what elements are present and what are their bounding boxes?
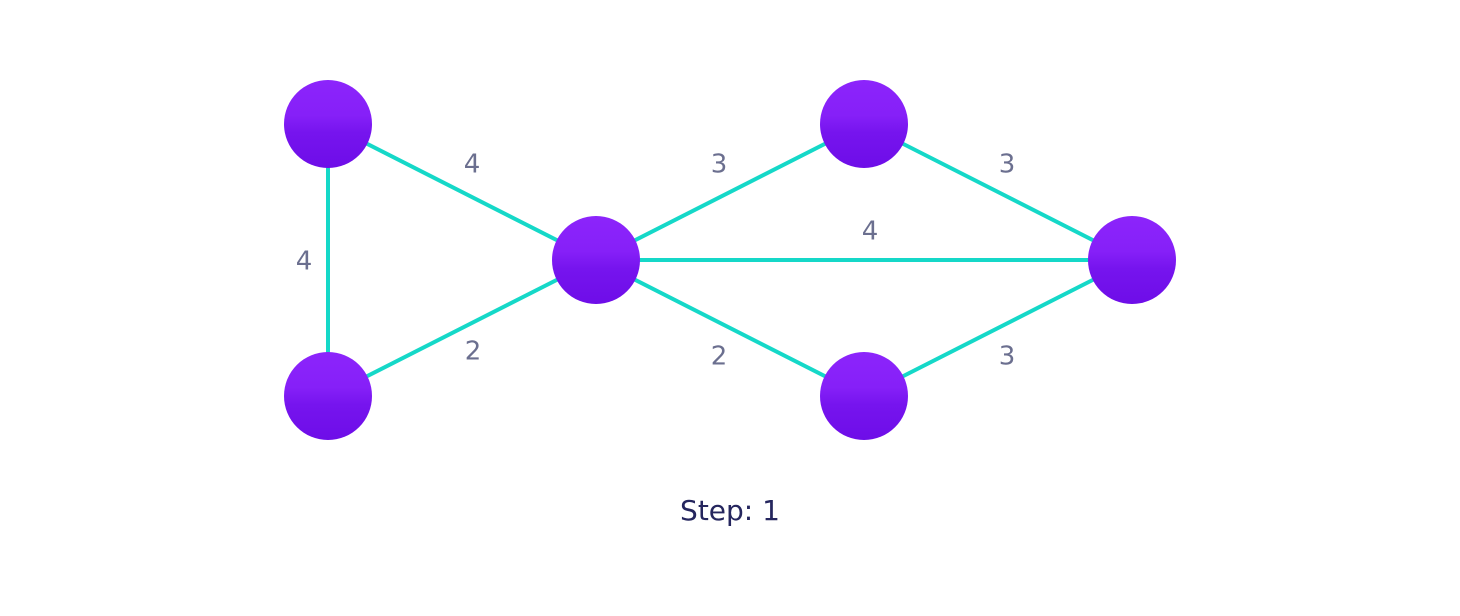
edge-weight-label: 2 [711,342,728,372]
edge-weight-label: 4 [296,247,313,277]
edge-weight-label: 3 [711,150,728,180]
edge-weight-label: 3 [999,342,1016,372]
graph-node-e [1088,216,1176,304]
edge-d-e [863,122,1133,262]
edge-c-f [595,258,865,398]
graph-node-a [284,80,372,168]
graph-node-f [820,352,908,440]
edge-b-c [327,258,597,398]
graph-node-d [820,80,908,168]
edge-c-d [595,122,865,262]
nodes-layer [284,80,1176,440]
edges-layer [326,122,1133,398]
edge-weight-label: 4 [862,217,879,247]
edge-labels-layer: 4 4 2 3 4 2 3 3 [296,150,1016,372]
edge-weight-label: 2 [465,337,482,367]
graph-node-b [284,352,372,440]
edge-weight-label: 4 [464,150,481,180]
edge-f-e [863,258,1133,398]
edge-a-c [327,122,597,262]
graph-node-c [552,216,640,304]
step-label: Step: 1 [680,494,780,527]
edge-weight-label: 3 [999,150,1016,180]
